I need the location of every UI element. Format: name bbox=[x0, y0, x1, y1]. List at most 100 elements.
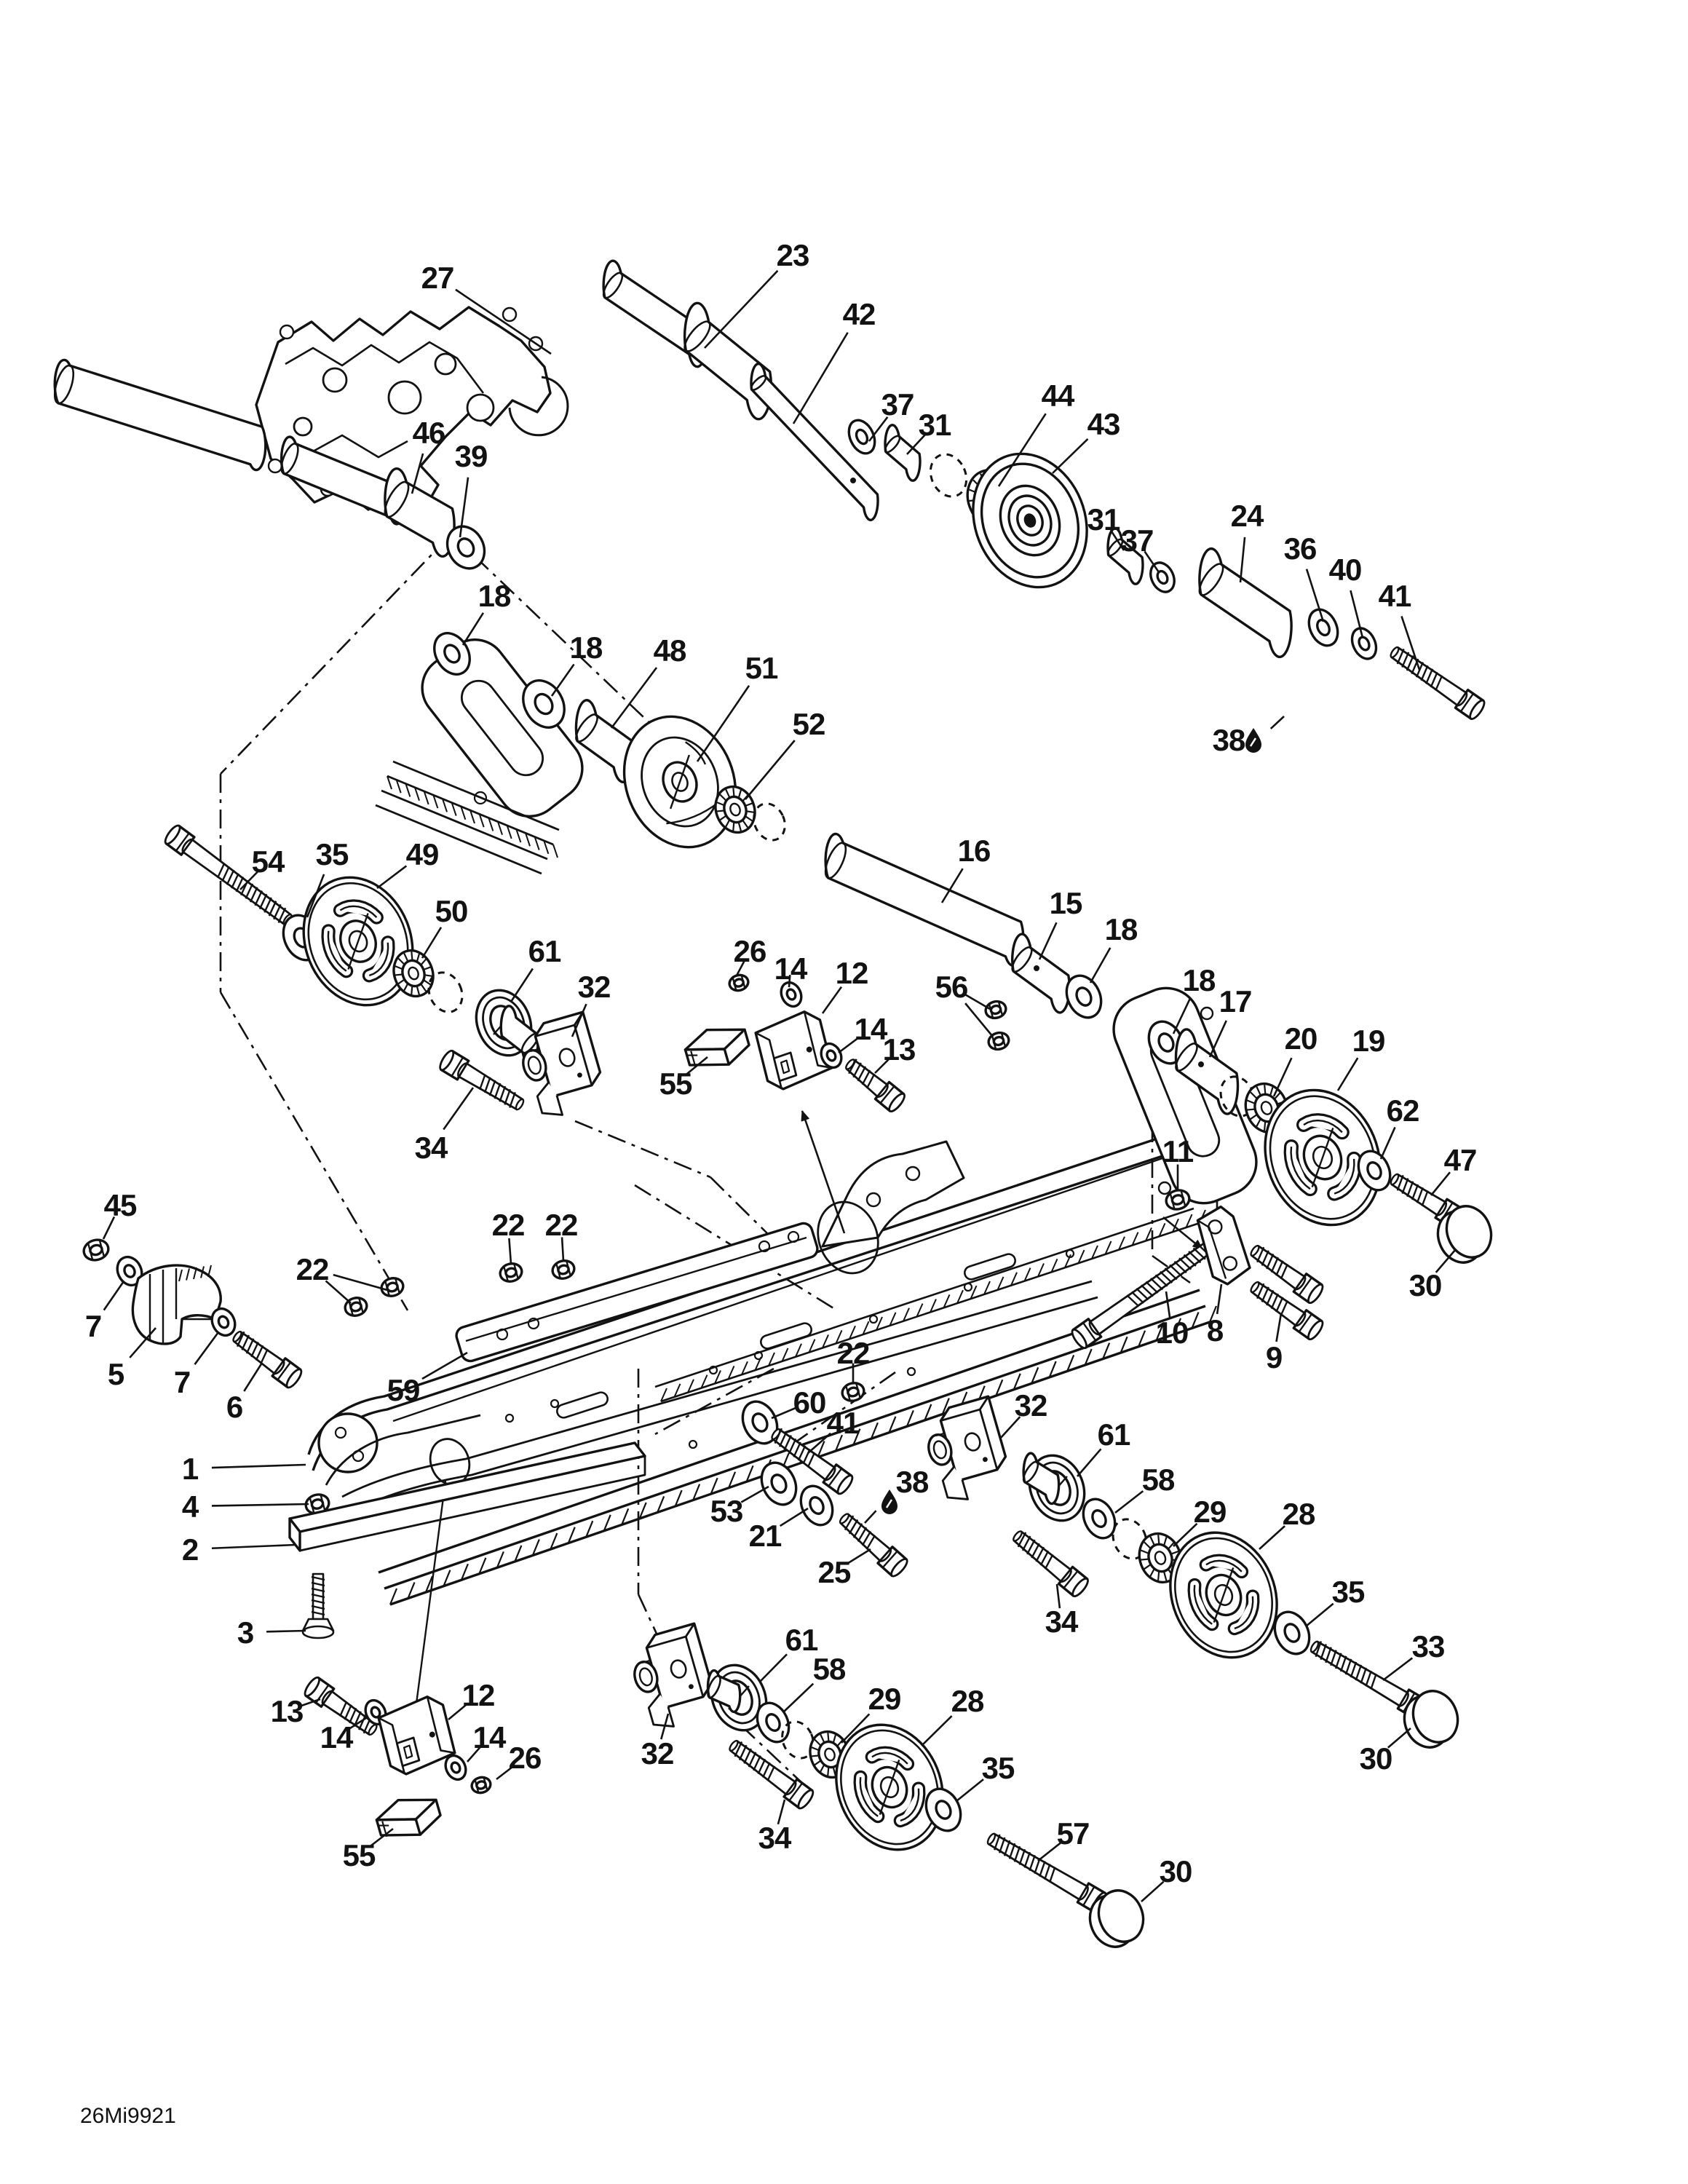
leader-line bbox=[997, 413, 1047, 487]
leader-line bbox=[777, 1799, 786, 1825]
washer bbox=[1307, 608, 1339, 647]
leader-line bbox=[496, 1764, 516, 1781]
hub-boss bbox=[706, 1669, 742, 1714]
part-number-label: 53 bbox=[710, 1494, 743, 1528]
leader-line bbox=[610, 667, 658, 729]
leader-line bbox=[370, 1827, 394, 1847]
part-number-label: 6 bbox=[226, 1390, 242, 1424]
part-number-label: 22 bbox=[492, 1208, 525, 1242]
leader-line bbox=[771, 1406, 797, 1420]
part-number-label: 47 bbox=[1444, 1143, 1477, 1177]
part-number-label: 31 bbox=[919, 408, 951, 442]
part-number-label: 38 bbox=[1213, 723, 1245, 757]
part-number-label: 51 bbox=[745, 651, 778, 685]
part-number-label: 14 bbox=[473, 1720, 507, 1754]
leader-line bbox=[455, 288, 552, 355]
ball-bearing bbox=[1138, 1532, 1183, 1584]
part-number-label: 42 bbox=[843, 297, 876, 331]
leader-line bbox=[461, 612, 485, 646]
bolt-41 bbox=[771, 1428, 854, 1495]
part-number-label: 11 bbox=[1162, 1134, 1194, 1168]
washer bbox=[1149, 561, 1176, 593]
part-number-label: 20 bbox=[1285, 1021, 1317, 1056]
leader-line bbox=[103, 1281, 125, 1311]
part-number-label: 35 bbox=[316, 837, 349, 871]
spacer-17 bbox=[1174, 1028, 1240, 1115]
wheel-disc bbox=[622, 715, 737, 849]
leader-line bbox=[704, 269, 779, 349]
part-number-label: 30 bbox=[1160, 1854, 1192, 1888]
part-number-label: 58 bbox=[1142, 1463, 1175, 1497]
part-number-label: 16 bbox=[958, 834, 991, 868]
leader-line bbox=[1089, 947, 1112, 984]
leader-line bbox=[467, 1745, 483, 1762]
leader-line bbox=[759, 1653, 788, 1682]
rear-axle-16 bbox=[824, 832, 1025, 968]
rear-idler-wheel-19 bbox=[1264, 1088, 1382, 1227]
figure-code: 26Mi9921 bbox=[80, 2104, 176, 2128]
part-number-label: 59 bbox=[387, 1373, 420, 1407]
part-number-label: 46 bbox=[413, 416, 445, 450]
part-number-label: 18 bbox=[478, 579, 511, 613]
part-number-label: 19 bbox=[1352, 1024, 1385, 1058]
part-number-label: 14 bbox=[855, 1012, 888, 1046]
leader-line bbox=[1172, 998, 1191, 1034]
part-number-label: 14 bbox=[320, 1720, 354, 1754]
leader-line bbox=[1077, 1448, 1102, 1477]
cross-brace-59 bbox=[455, 1222, 819, 1363]
washer bbox=[1350, 627, 1378, 660]
part-number-label: 55 bbox=[659, 1067, 692, 1101]
part-number-label: 32 bbox=[641, 1736, 674, 1770]
leader-line bbox=[1141, 1880, 1165, 1902]
part-number-label: 23 bbox=[777, 238, 809, 272]
leader-line bbox=[686, 1056, 708, 1075]
washer bbox=[741, 1400, 779, 1445]
leader-line bbox=[906, 434, 926, 455]
adjuster-cam-8 bbox=[1196, 1205, 1251, 1286]
part-number-label: 43 bbox=[1087, 407, 1120, 441]
part-number-label: 7 bbox=[174, 1365, 190, 1399]
bolt-34 bbox=[439, 1050, 525, 1111]
part-number-label: 34 bbox=[1045, 1605, 1079, 1639]
leader-line bbox=[325, 1280, 352, 1304]
part-number-label: 55 bbox=[343, 1838, 376, 1872]
leader-line bbox=[659, 1713, 670, 1740]
pin-42 bbox=[750, 362, 879, 522]
part-number-label: 58 bbox=[813, 1652, 846, 1686]
leader-line bbox=[376, 865, 408, 890]
leader-line bbox=[1305, 569, 1325, 622]
leader-lines bbox=[102, 269, 1457, 1902]
part-number-label: 28 bbox=[951, 1684, 984, 1718]
leader-line bbox=[1109, 529, 1125, 551]
leader-line bbox=[510, 968, 534, 1002]
leader-line bbox=[194, 1332, 220, 1365]
circlip bbox=[753, 802, 786, 842]
end-cap bbox=[1403, 1690, 1459, 1749]
part-number-label: 9 bbox=[1266, 1340, 1282, 1374]
part-number-label: 1 bbox=[182, 1452, 199, 1486]
end-cap bbox=[1088, 1889, 1145, 1948]
flanged-nut bbox=[984, 1000, 1007, 1020]
bushing-15 bbox=[1011, 933, 1071, 1014]
part-number-label: 35 bbox=[982, 1751, 1015, 1785]
part-number-label: 7 bbox=[85, 1309, 101, 1343]
leader-line bbox=[550, 663, 575, 697]
part-number-label: 34 bbox=[415, 1131, 448, 1165]
part-number-label: 36 bbox=[1284, 531, 1317, 566]
part-number-label: 18 bbox=[1183, 963, 1216, 997]
leader-line bbox=[1052, 438, 1089, 474]
part-number-label: 60 bbox=[793, 1385, 826, 1420]
part-number-label: 29 bbox=[1194, 1495, 1227, 1529]
leader-line bbox=[239, 870, 259, 890]
leader-line bbox=[1430, 1171, 1451, 1196]
washer bbox=[444, 1754, 467, 1781]
bolt-54 bbox=[164, 824, 293, 925]
part-number-label: 3 bbox=[237, 1615, 253, 1650]
part-number-label: 13 bbox=[883, 1032, 916, 1067]
leader-line bbox=[1379, 1126, 1396, 1160]
flanged-nut bbox=[470, 1776, 492, 1795]
leader-line bbox=[1114, 1490, 1144, 1514]
slider-shoe-5 bbox=[131, 1264, 222, 1345]
bolt-34 bbox=[1013, 1530, 1089, 1597]
